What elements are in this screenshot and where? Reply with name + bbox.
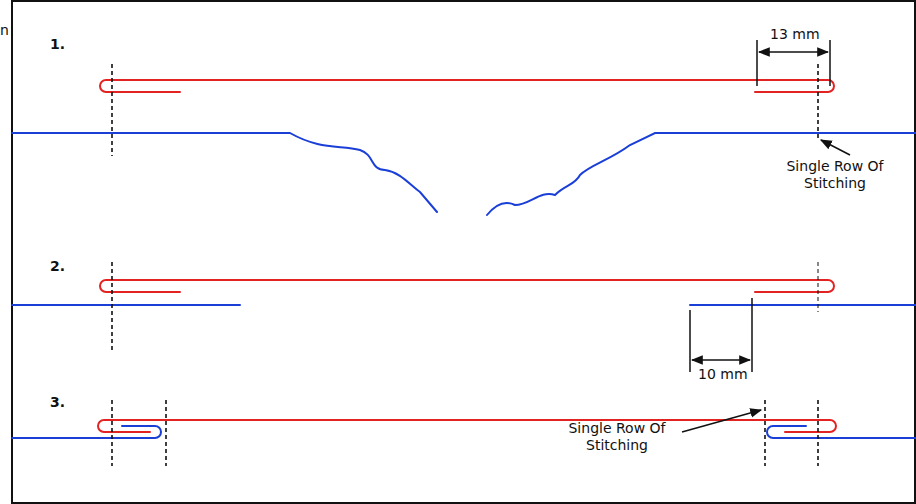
frame bbox=[12, 1, 915, 503]
torn-fabric bbox=[12, 133, 437, 212]
stitch-line bbox=[818, 262, 819, 312]
leader-arrow bbox=[821, 140, 850, 155]
dimension-arrow bbox=[692, 359, 750, 361]
stitch-line bbox=[817, 400, 819, 466]
patch-fabric bbox=[100, 80, 834, 92]
step-number: 2. bbox=[50, 258, 65, 275]
dimension-label: 13 mm bbox=[770, 26, 820, 43]
stitch-line bbox=[111, 400, 113, 466]
stitch-line bbox=[111, 262, 113, 350]
dimension-arrow bbox=[759, 51, 828, 53]
folded-fabric bbox=[767, 426, 916, 438]
stitch-note: Single Row Of Stitching bbox=[552, 420, 682, 454]
stitch-line bbox=[764, 400, 766, 466]
patch-fabric bbox=[100, 280, 834, 292]
trimmed-fabric bbox=[690, 304, 916, 306]
dimension-extension bbox=[689, 310, 691, 372]
dimension-extension bbox=[756, 40, 758, 86]
stitch-note: Single Row Of Stitching bbox=[770, 158, 900, 192]
stitch-line bbox=[165, 400, 167, 466]
stitch-line bbox=[111, 64, 113, 156]
torn-fabric bbox=[487, 133, 916, 215]
stitch-line bbox=[817, 64, 819, 138]
step-number: 1. bbox=[50, 36, 65, 53]
step-number: 3. bbox=[50, 394, 65, 411]
trimmed-fabric bbox=[12, 304, 240, 306]
dimension-extension bbox=[829, 40, 831, 86]
leader-arrow bbox=[682, 410, 761, 432]
dimension-extension bbox=[751, 298, 753, 372]
fragment-text: n bbox=[0, 22, 9, 39]
dimension-label: 10 mm bbox=[698, 366, 748, 383]
patch-fabric bbox=[98, 420, 836, 432]
folded-fabric bbox=[12, 426, 161, 438]
